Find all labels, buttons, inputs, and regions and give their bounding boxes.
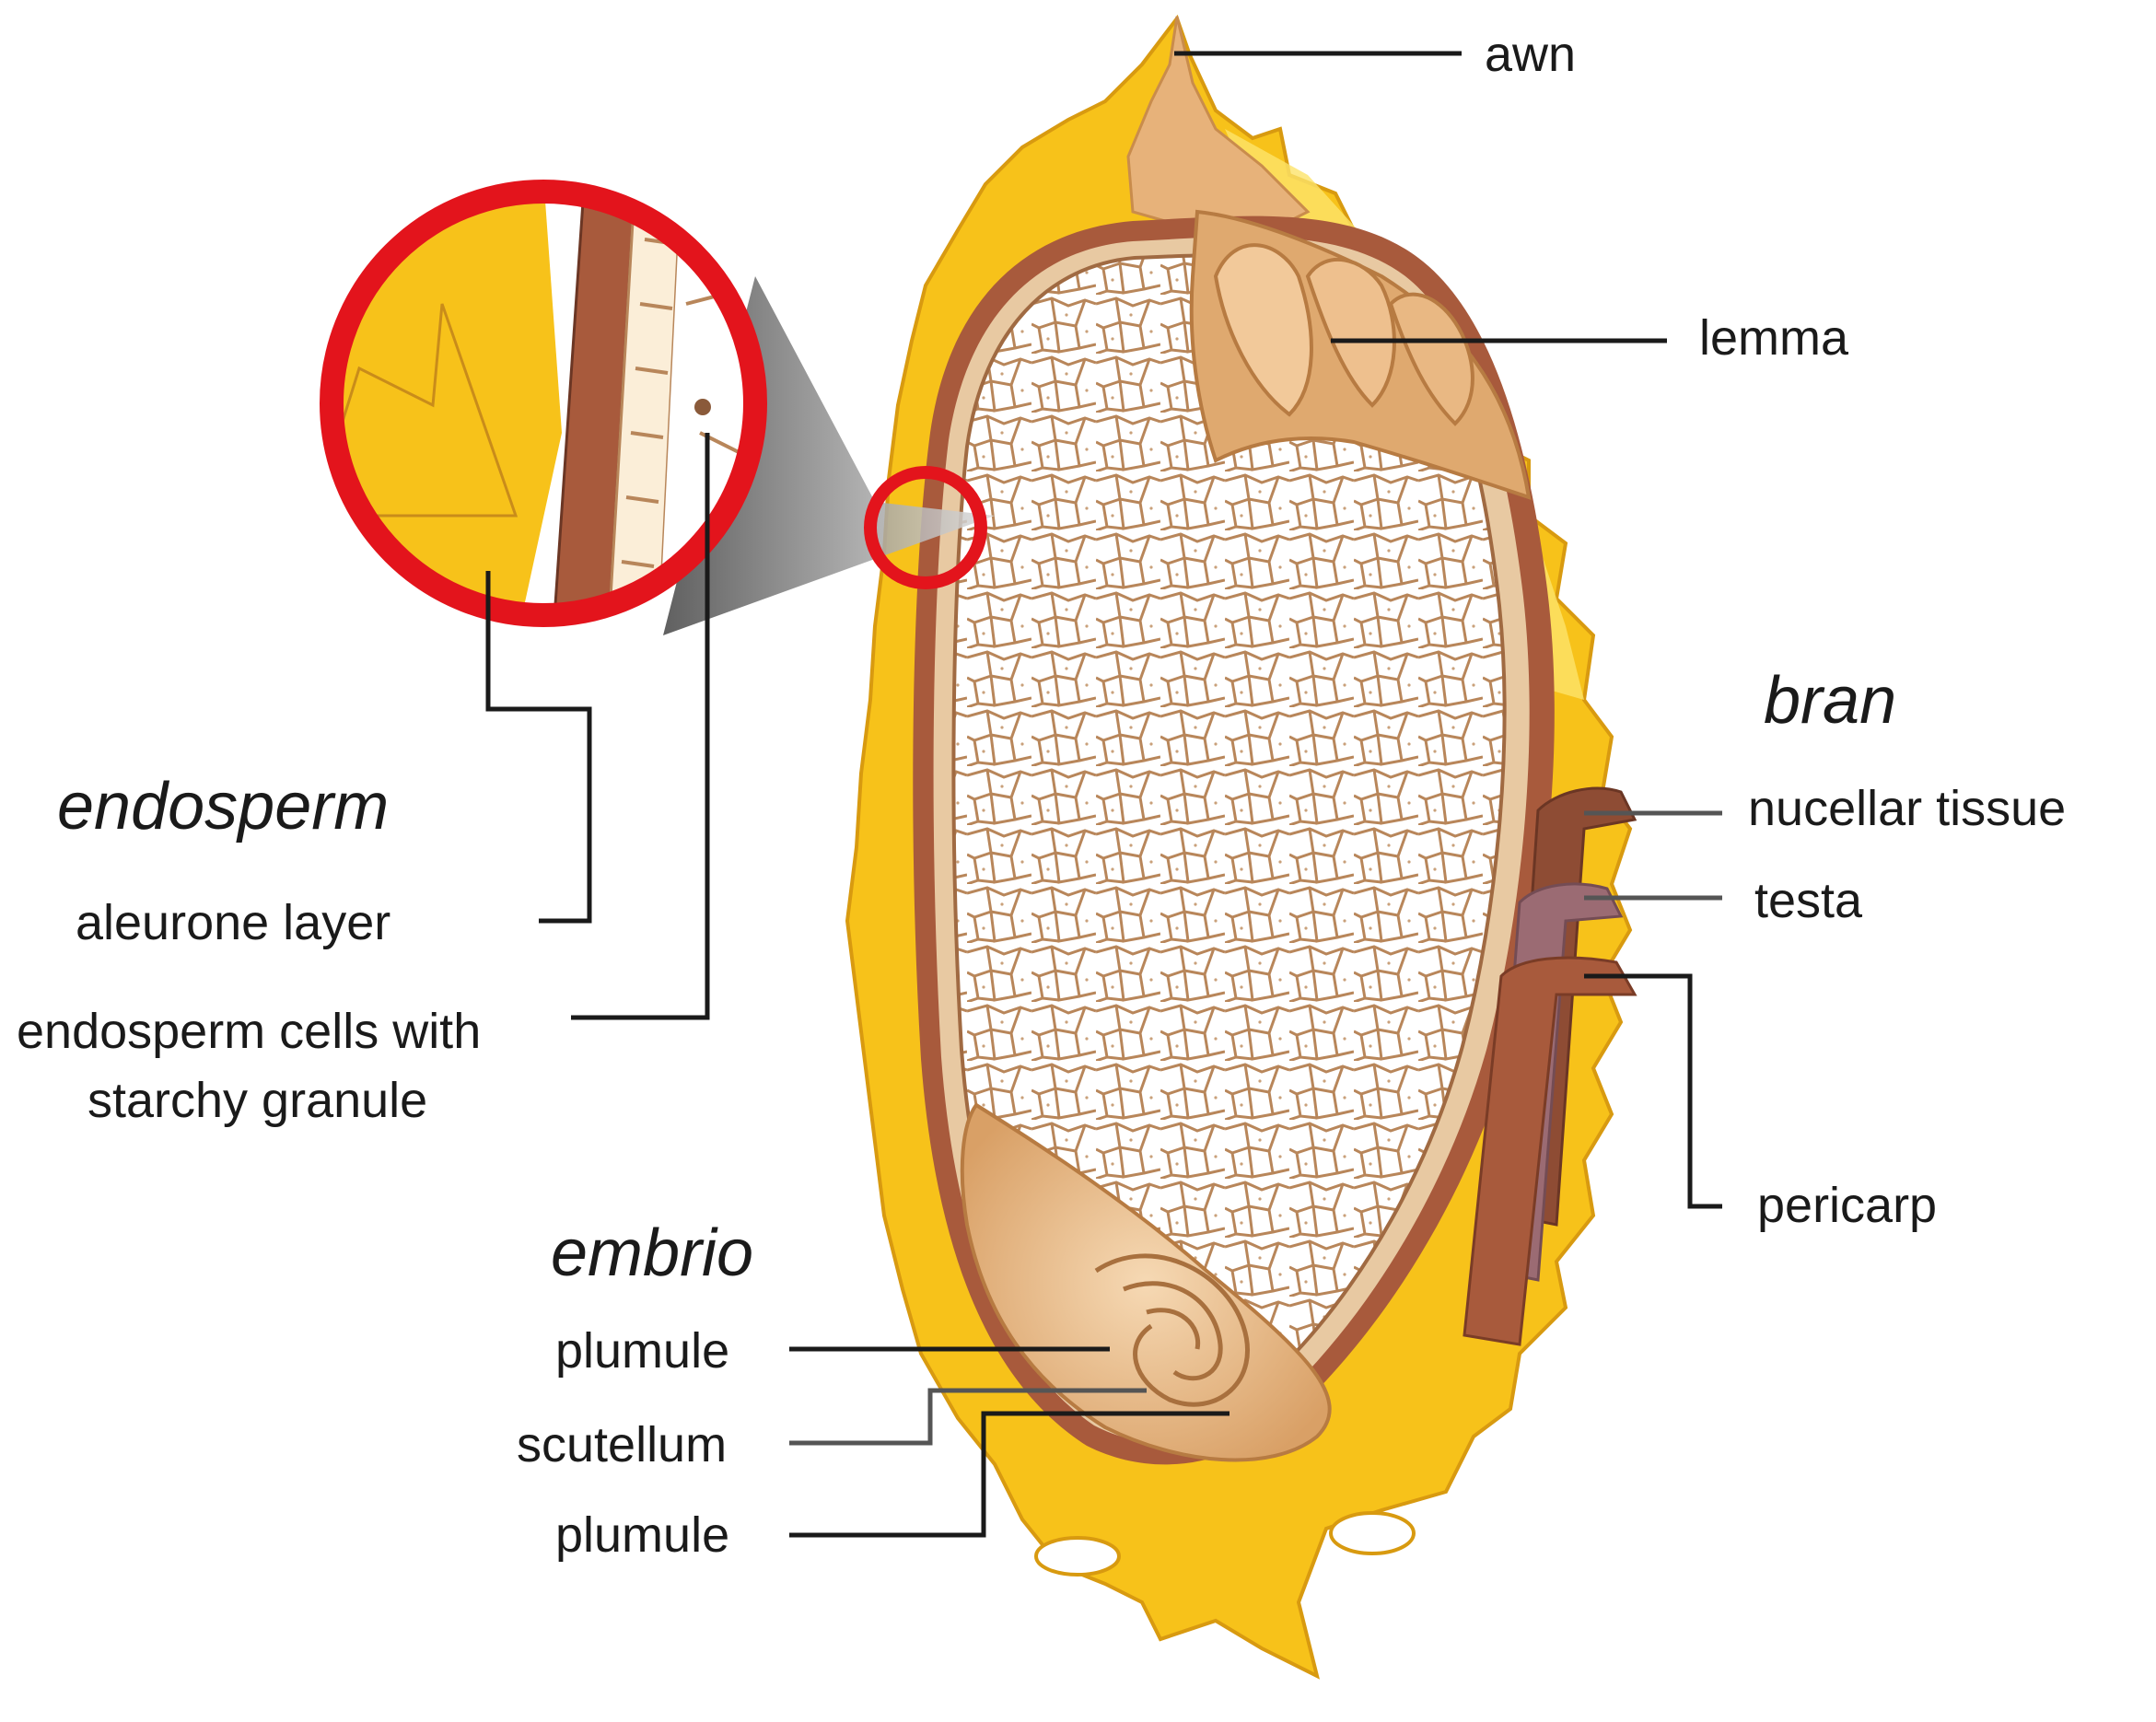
zoom-ring-small: [864, 466, 987, 589]
label-lemma: lemma: [1699, 310, 1849, 366]
label-pericarp: pericarp: [1757, 1178, 1937, 1233]
leader-lines: [485, 51, 1722, 1538]
label-embrio: embrio: [551, 1216, 753, 1290]
label-bran: bran: [1764, 664, 1896, 738]
label-endosperm: endosperm: [57, 770, 389, 844]
label-endosperm-cells-line1: endosperm cells with: [17, 1004, 481, 1059]
label-testa: testa: [1754, 873, 1863, 928]
label-scutellum: scutellum: [517, 1417, 727, 1472]
label-nucellar-tissue: nucellar tissue: [1748, 781, 2066, 836]
label-awn: awn: [1485, 27, 1576, 82]
label-aleurone-layer: aleurone layer: [76, 895, 390, 950]
label-endosperm-cells-line2: starchy granule: [87, 1073, 427, 1128]
label-plumule-top: plumule: [555, 1323, 729, 1379]
embryo: [960, 1102, 1332, 1462]
zoom-ring-large: [320, 180, 767, 627]
label-plumule-bottom: plumule: [555, 1507, 729, 1563]
zoom-detail: [332, 192, 755, 615]
husk-hole-left: [1034, 1536, 1121, 1577]
husk-hole-right: [1329, 1511, 1416, 1555]
bran-layers: [1463, 786, 1637, 1346]
lemma-shape: [1189, 209, 1532, 500]
